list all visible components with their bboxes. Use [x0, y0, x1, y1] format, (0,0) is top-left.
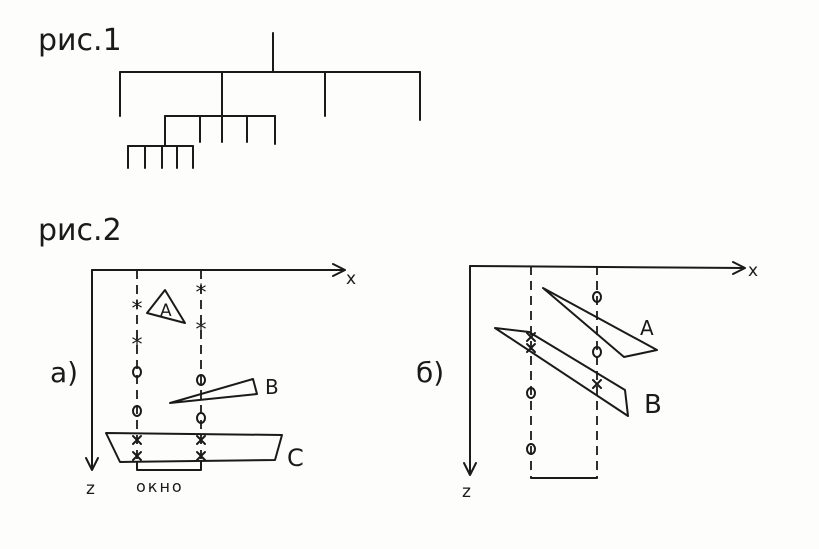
- star-mark: *: [196, 281, 207, 306]
- fig2-panel-b: б) x z A B: [416, 261, 758, 502]
- circle-mark: [526, 387, 536, 399]
- panel-a-star-marks: * * * *: [132, 281, 207, 358]
- panel-a-object-b-shape: [169, 378, 258, 404]
- fig1: рис.1: [38, 23, 421, 169]
- tree-level1-leaves: [119, 71, 421, 121]
- circle-mark: [132, 405, 142, 417]
- panel-a-z-axis: [85, 269, 99, 471]
- panel-b-x-axis: [469, 261, 746, 275]
- panel-a-object-c-label: C: [287, 444, 304, 472]
- panel-a-window-bracket: [136, 461, 202, 471]
- tree-level2-leaves: [199, 115, 276, 145]
- panel-a-object-a-triangle: [146, 289, 186, 324]
- fig1-caption: рис.1: [38, 23, 122, 58]
- tree-level3-leaves: [127, 145, 194, 169]
- panel-a-circle-marks: [132, 366, 206, 424]
- cross-mark: [132, 451, 142, 461]
- circle-mark: [592, 291, 602, 303]
- panel-a-object-a-label: A: [160, 301, 172, 321]
- star-mark: *: [132, 333, 143, 358]
- panel-b-x-label: x: [748, 261, 758, 281]
- panel-b-label: б): [416, 356, 444, 389]
- panel-b-object-a-label: A: [640, 316, 654, 340]
- circle-mark: [132, 366, 142, 378]
- panel-a-object-b-label: B: [265, 375, 279, 399]
- panel-b-object-b-label: B: [644, 390, 662, 420]
- circle-mark: [592, 346, 602, 358]
- star-mark: *: [196, 318, 207, 343]
- panel-b-z-axis: [463, 265, 477, 476]
- circle-mark: [526, 443, 536, 455]
- cross-mark: [196, 435, 206, 445]
- panel-a-z-label: z: [86, 479, 95, 499]
- cross-mark: [132, 435, 142, 445]
- panel-a-window-label: окно: [136, 477, 184, 496]
- cross-mark: [526, 332, 536, 342]
- panel-b-object-a-shape: [542, 287, 658, 358]
- cross-mark: [592, 379, 602, 389]
- fig1-tree: [119, 32, 421, 169]
- circle-mark: [196, 374, 206, 386]
- cross-mark: [196, 451, 206, 461]
- panel-a-x-label: x: [346, 269, 356, 289]
- circle-mark: [196, 412, 206, 424]
- panel-b-cross-marks: [526, 332, 602, 389]
- fig2-panel-a: а) x z * * * * A B C: [50, 263, 356, 499]
- panel-b-object-b-shape: [494, 327, 629, 417]
- fig2-caption: рис.2: [38, 213, 122, 248]
- panel-a-cross-marks: [132, 435, 206, 461]
- panel-b-circle-marks: [526, 291, 602, 455]
- panel-b-z-label: z: [462, 482, 471, 502]
- panel-a-x-axis: [91, 263, 346, 277]
- panel-a-label: а): [50, 356, 78, 389]
- cross-mark: [526, 343, 536, 353]
- panel-a-object-c-trapezoid: [105, 432, 283, 463]
- star-mark: *: [132, 297, 143, 322]
